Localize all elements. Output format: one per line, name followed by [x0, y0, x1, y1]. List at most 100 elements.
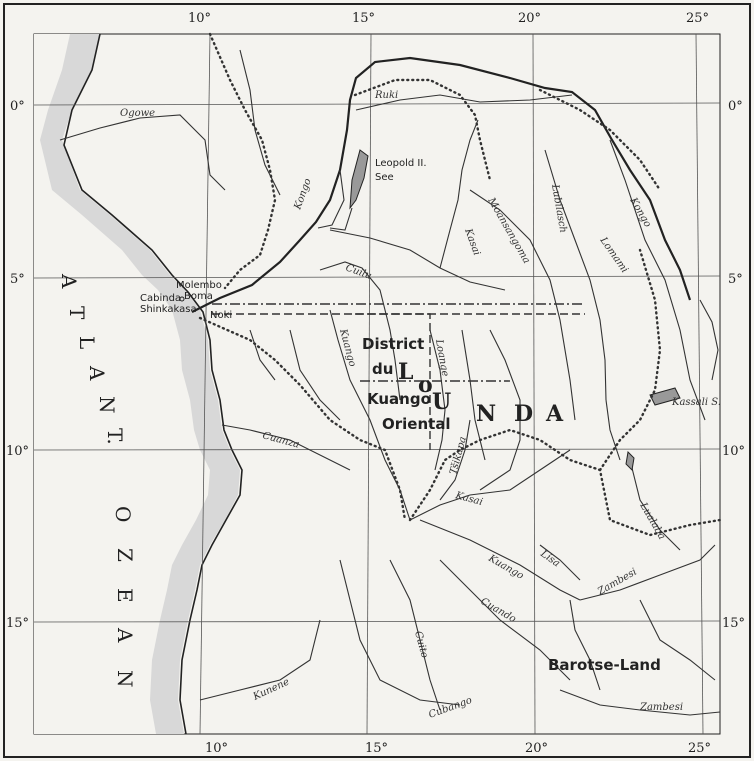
lon-tick-bottom: 15°	[365, 741, 388, 756]
river-cuando	[439, 559, 571, 681]
latitude-labels-right: 0° 5° 10° 15°	[722, 99, 745, 631]
river-kunene	[199, 619, 321, 701]
river-zambesi-south	[559, 689, 721, 716]
river-kuango-south	[419, 519, 581, 601]
lon-tick-top: 10°	[188, 11, 211, 26]
label-ogowe: Ogowe	[120, 108, 155, 119]
river-zambesi-north	[579, 544, 716, 601]
label-barotse: Barotse-Land	[548, 656, 661, 674]
place-noki: Noki	[210, 310, 232, 321]
ocean-letter: E	[113, 588, 137, 603]
place-molembo: Molembo	[176, 280, 222, 291]
lon-tick-top: 15°	[352, 11, 375, 26]
ocean-letter: A	[57, 273, 81, 289]
river	[329, 207, 353, 231]
lon-tick-bottom: 20°	[525, 741, 548, 756]
coastline	[63, 33, 243, 735]
ocean-letter: T.	[103, 428, 127, 445]
river	[439, 119, 479, 269]
lake	[625, 450, 635, 472]
river-kuango	[329, 309, 411, 521]
graticule	[33, 33, 721, 735]
label-kasai-north: Kasai	[462, 226, 482, 257]
district-line: du	[372, 360, 393, 378]
river-cuanza	[221, 424, 351, 471]
river-loange	[429, 329, 446, 471]
district-boundary	[355, 313, 431, 450]
district-line: Oriental	[382, 415, 451, 433]
lunda-letter: A	[545, 401, 564, 427]
coastal-places: Molembo Cabinda Boma Shinkakasa Noki	[140, 280, 232, 321]
label-cuando: Cuando	[479, 596, 518, 625]
district-line: District	[362, 335, 424, 353]
place-cabinda: Cabinda	[140, 293, 181, 304]
ocean-letter: T	[65, 306, 89, 320]
ocean-letter: O	[111, 506, 135, 522]
district-label: District du Kuango Oriental	[362, 335, 451, 433]
lunda-label: L o U N D A	[398, 359, 564, 427]
label-cuanza: Cuanza	[261, 430, 300, 450]
label-kasai-south: Kasai	[453, 490, 484, 508]
river-cuilu	[319, 261, 401, 401]
ocean-letter: L	[75, 336, 99, 349]
ocean-label: A T L A N T. O Z E A N	[57, 273, 137, 688]
border-line	[353, 78, 492, 182]
river-moansangoma	[469, 189, 576, 421]
river	[289, 329, 341, 421]
district-line: Kuango	[367, 390, 431, 408]
longitude-labels-bottom: 10° 15° 20° 25°	[205, 741, 711, 756]
label-zambesi-north: Zambesi	[595, 567, 639, 599]
place-shinkakasa: Shinkakasa	[140, 304, 197, 315]
river-ogowe	[59, 114, 226, 191]
lat-tick-right: 0°	[728, 99, 743, 114]
lat-tick-right: 10°	[722, 444, 745, 459]
river	[239, 49, 281, 196]
river-ruki	[355, 94, 573, 111]
label-tschikapa: Tšikapa	[448, 436, 469, 476]
river-tschikapa	[439, 419, 471, 501]
label-ruki: Ruki	[374, 90, 398, 101]
river-kasai	[329, 229, 506, 291]
river-lualaba	[629, 459, 681, 551]
river	[479, 329, 521, 491]
border-line	[538, 88, 662, 192]
river	[249, 329, 276, 381]
label-kongo-west: Kongo	[292, 177, 314, 212]
place-marker	[179, 296, 185, 302]
label-kassali: Kassali S.	[671, 397, 721, 408]
lake-kassali	[649, 387, 681, 406]
label-moansangoma: Moansangoma	[485, 195, 532, 266]
coast-shading	[34, 34, 240, 734]
lat-tick-left: 15°	[6, 616, 29, 631]
river	[317, 169, 345, 229]
border-line	[408, 428, 722, 537]
label-leopold-see-2: See	[375, 172, 394, 183]
lat-tick-right: 15°	[722, 616, 745, 631]
river	[605, 399, 621, 461]
label-kuango-south: Kuango	[486, 553, 526, 582]
lunda-letter: D	[514, 401, 533, 427]
border-line	[198, 316, 407, 522]
label-leopold-see: Leopold II.	[375, 158, 427, 169]
label-cubango: Cubango	[427, 695, 473, 721]
lat-tick-right: 5°	[728, 272, 743, 287]
lat-tick-left: 5°	[10, 272, 25, 287]
ocean-letter: Z	[113, 548, 137, 562]
lon-tick-top: 20°	[518, 11, 541, 26]
lon-tick-top: 25°	[686, 11, 709, 26]
label-lomami: Lomami	[597, 235, 630, 276]
border-line	[598, 248, 662, 472]
lunda-letter: N	[476, 401, 496, 427]
lake-leopold	[349, 149, 369, 210]
lat-tick-left: 10°	[6, 444, 29, 459]
river-cubango	[339, 559, 461, 706]
river-lisa	[539, 544, 581, 581]
ocean-letter: A	[85, 365, 109, 381]
label-cuito: Cuito	[412, 630, 430, 659]
label-cuilu: Cuilu	[344, 262, 373, 282]
river-lomami	[609, 139, 706, 421]
river	[569, 599, 601, 691]
river-lubilasch	[544, 149, 607, 401]
lunda-letter-small: o	[418, 372, 433, 398]
